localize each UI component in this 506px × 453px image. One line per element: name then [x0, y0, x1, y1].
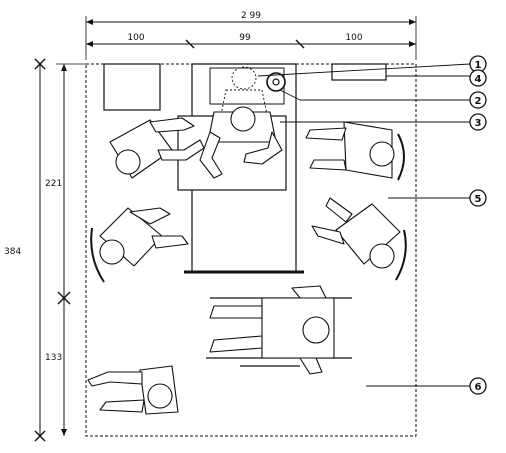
- svg-text:3: 3: [475, 118, 482, 129]
- width-segment-3: 100: [345, 33, 362, 43]
- person-right-middle: [311, 197, 407, 281]
- overall-height-label: 384: [4, 247, 21, 257]
- height-segment-2: 133: [45, 353, 62, 363]
- left-dimensions: 384 221 133: [4, 58, 86, 442]
- person-at-desk: [199, 106, 283, 179]
- callout-3: [469, 113, 487, 131]
- svg-text:4: 4: [475, 74, 482, 85]
- svg-text:2: 2: [475, 96, 482, 107]
- svg-text:6: 6: [475, 382, 482, 393]
- svg-text:5: 5: [475, 194, 482, 205]
- person-left-top: [109, 117, 205, 179]
- callout-2: [469, 91, 487, 109]
- svg-text:1: 1: [475, 60, 482, 71]
- cabinet: [103, 63, 161, 111]
- person-left-middle: [90, 207, 189, 283]
- top-dimensions: 2 99 100 99 100: [85, 11, 417, 60]
- callout-6: [469, 377, 487, 395]
- height-segment-1: 221: [45, 179, 62, 189]
- width-segment-1: 100: [127, 33, 144, 43]
- wall-shelf: [331, 63, 387, 81]
- callout-5: [469, 189, 487, 207]
- person-lower-center: [209, 285, 335, 375]
- overall-width-label: 2 99: [241, 11, 261, 21]
- width-segment-2: 99: [239, 33, 251, 43]
- person-bottom-left: [87, 365, 179, 415]
- callouts: 1 2 3 4 5 6: [257, 55, 487, 395]
- callout-4: [469, 69, 487, 87]
- standing-figure-ghost: [219, 66, 269, 121]
- person-right-top: [305, 121, 405, 181]
